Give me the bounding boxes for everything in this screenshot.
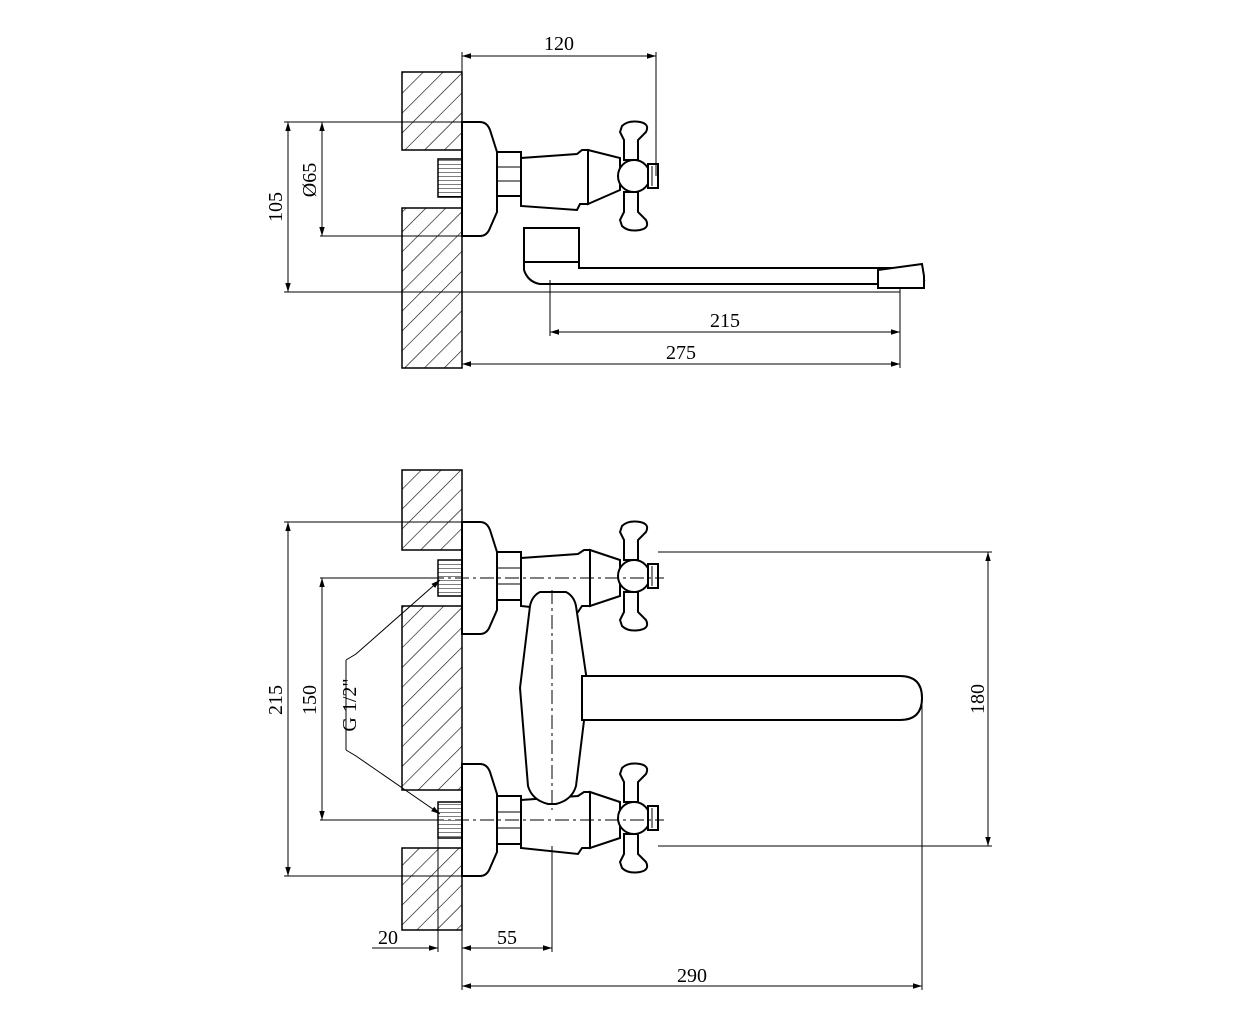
top-view: 120 105 Ø65 215 275 bbox=[265, 33, 926, 369]
dim-label-55: 55 bbox=[497, 927, 517, 949]
spout-front bbox=[581, 675, 924, 721]
dim-label-215-front: 215 bbox=[265, 685, 287, 715]
dim-label-120: 120 bbox=[544, 33, 574, 55]
wall-section-top bbox=[401, 71, 463, 369]
spout-aerator-top bbox=[877, 262, 925, 289]
dim-label-20: 20 bbox=[378, 927, 398, 949]
flange-upper bbox=[461, 521, 498, 635]
hex-nut-top bbox=[496, 151, 522, 197]
dim-label-290: 290 bbox=[677, 965, 707, 987]
cross-handle-lower bbox=[617, 762, 659, 874]
wall-section-front bbox=[401, 469, 463, 931]
central-body bbox=[518, 591, 590, 805]
cross-handle-upper bbox=[617, 520, 659, 632]
dim-label-275: 275 bbox=[666, 342, 696, 364]
dim-label-150: 150 bbox=[299, 685, 321, 715]
hex-nut-upper bbox=[496, 551, 522, 601]
flange-lower bbox=[461, 763, 498, 877]
front-view: 215 150 G 1/2" 180 20 55 290 bbox=[265, 469, 992, 990]
dim-label-180: 180 bbox=[967, 684, 989, 714]
cross-handle-top bbox=[617, 120, 659, 232]
spout-neck-top bbox=[523, 227, 580, 263]
dim-label-diameter-65: Ø65 bbox=[299, 163, 321, 197]
dim-label-105: 105 bbox=[265, 192, 287, 222]
dim-label-thread-g12: G 1/2" bbox=[339, 678, 361, 731]
flange-top bbox=[461, 121, 498, 237]
valve-body-top bbox=[520, 149, 589, 212]
threaded-inlet-top bbox=[437, 158, 463, 198]
dim-label-215-top: 215 bbox=[710, 310, 740, 332]
